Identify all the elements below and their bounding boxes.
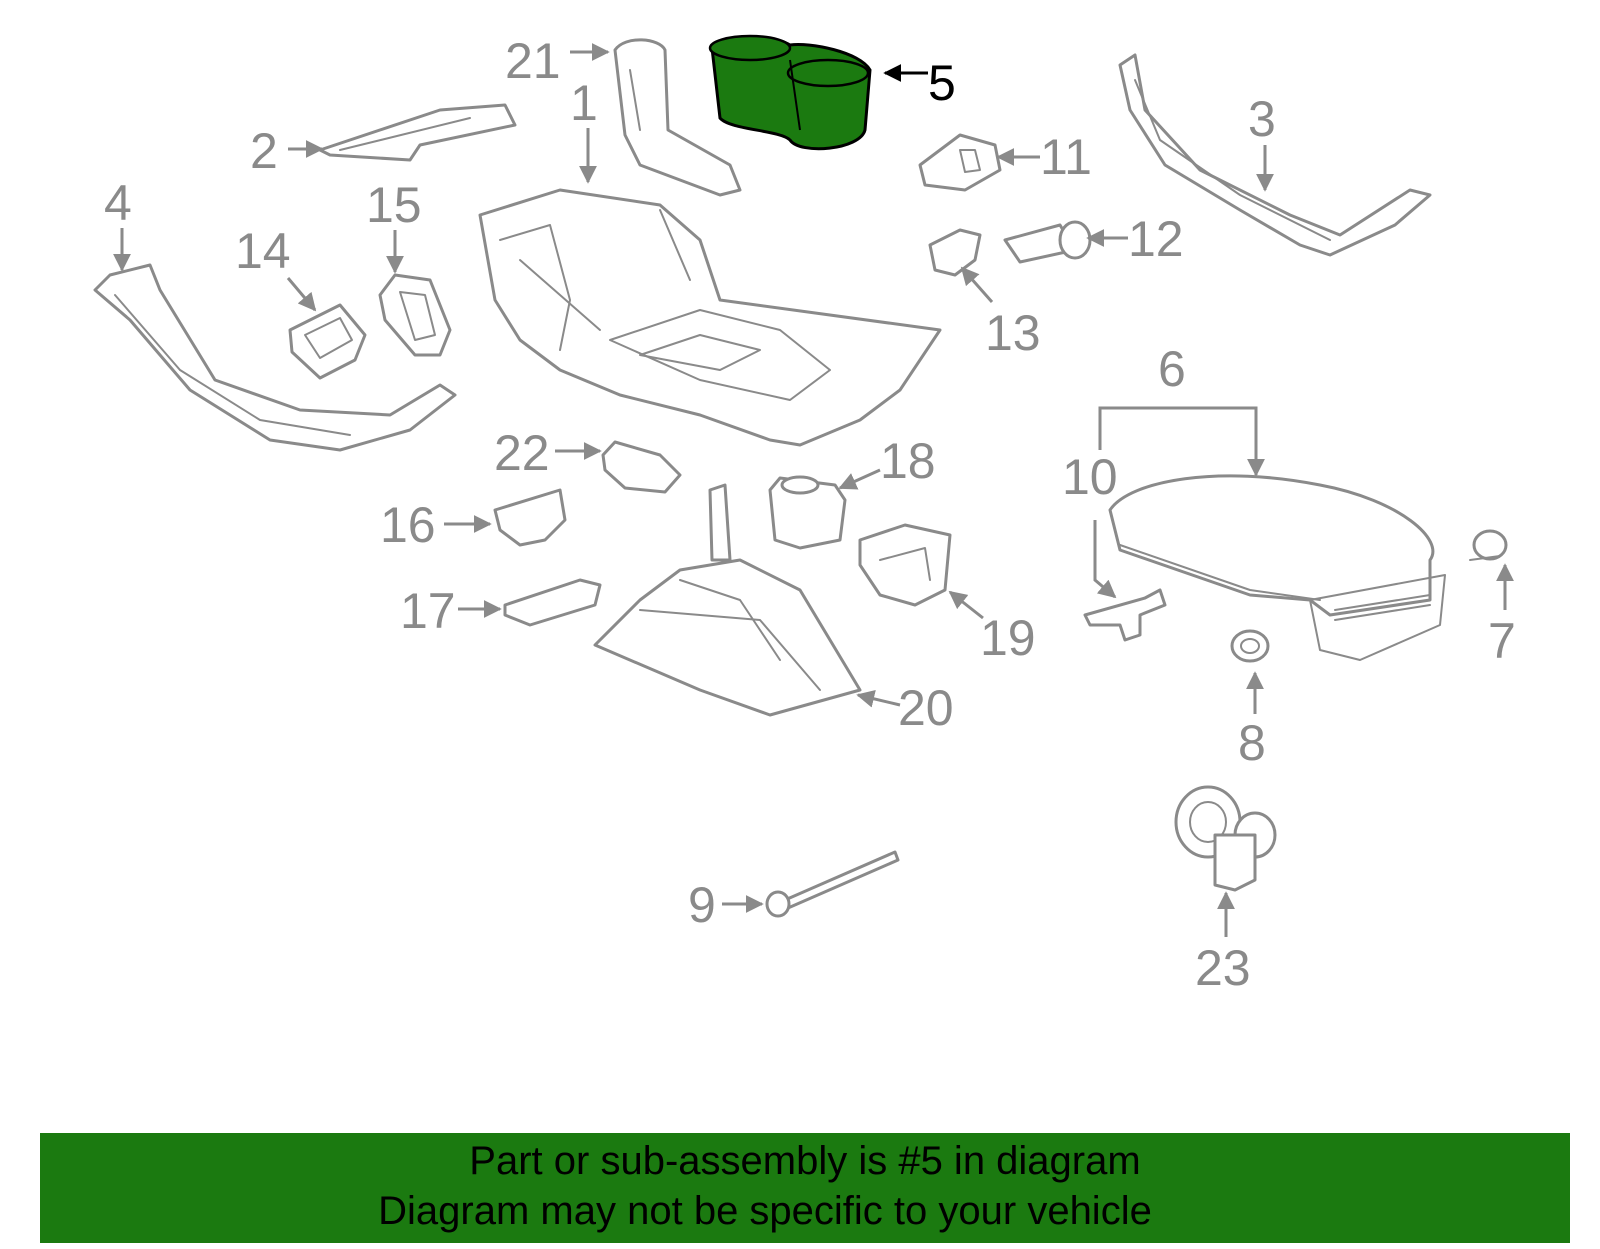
info-banner: Part or sub-assembly is #5 in diagram Di… [40,1133,1570,1243]
callout-1: 1 [570,75,598,131]
part-20-shifter-base[interactable] [593,483,862,717]
part-15-bezel[interactable] [378,273,452,357]
part-12-socket[interactable] [1003,220,1092,264]
callout-21: 21 [505,33,561,89]
banner-line-disclaimer: Diagram may not be specific to your vehi… [378,1189,1152,1233]
part-23-latch[interactable] [1174,785,1277,892]
callout-16: 16 [380,497,436,553]
callout-12: 12 [1128,211,1184,267]
callout-7: 7 [1488,613,1516,669]
callout-18: 18 [880,433,936,489]
part-1-console-body[interactable] [478,188,942,447]
part-2-trim-strip[interactable] [318,103,517,162]
callout-11: 11 [1040,129,1092,185]
part-9-rod[interactable] [765,850,900,918]
part-13-button[interactable] [928,228,982,277]
callout-23: 23 [1195,940,1251,996]
part-3-right-trim[interactable] [1118,53,1432,257]
callout-6: 6 [1158,341,1186,397]
callout-19: 19 [980,610,1036,666]
callout-15: 15 [366,177,422,233]
callout-3: 3 [1248,91,1276,147]
callout-13: 13 [985,305,1041,361]
callout-2: 2 [250,123,278,179]
leader-lines [113,43,1514,937]
part-21-shift-knob[interactable] [613,38,742,197]
part-22-switch[interactable] [601,440,682,494]
part-7-clip[interactable] [1469,529,1508,561]
callout-8: 8 [1238,715,1266,771]
part-14-switch[interactable] [288,303,367,380]
callout-4: 4 [104,175,132,231]
part-11-connector[interactable] [918,133,1002,192]
part-16-switch[interactable] [493,488,567,547]
callout-22: 22 [494,425,550,481]
callout-9: 9 [688,877,716,933]
callout-14: 14 [235,223,291,279]
banner-line-part-number: Part or sub-assembly is #5 in diagram [469,1139,1141,1183]
part-17-switch[interactable] [503,578,602,627]
part-18-knob-module[interactable] [768,475,847,550]
callout-10: 10 [1062,449,1118,505]
callout-5: 5 [928,55,956,111]
callout-20: 20 [898,680,954,736]
part-6-armrest-lid[interactable] [1108,474,1446,661]
part-5-cup-holder[interactable] [708,34,872,151]
callout-17: 17 [400,583,456,639]
part-19-bracket[interactable] [858,523,952,607]
part-4-left-trim[interactable] [93,263,457,452]
part-10-hinge-bracket[interactable] [1083,588,1167,642]
callout-labels: 1 2 3 4 5 6 7 8 9 10 11 12 13 14 15 16 1… [104,33,1516,996]
part-8-clip[interactable] [1230,629,1270,663]
